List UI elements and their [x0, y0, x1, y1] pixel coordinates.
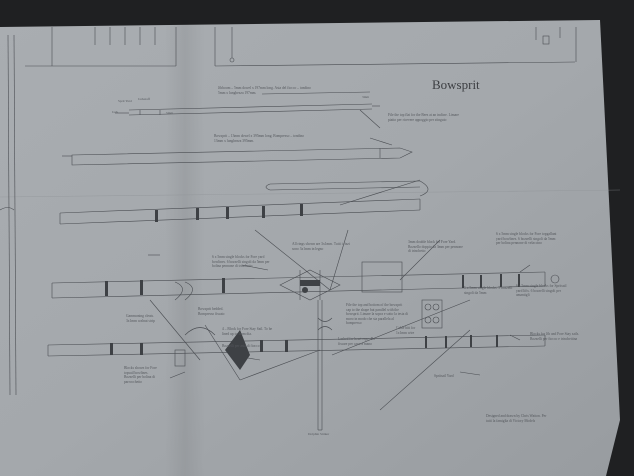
- label-sprit-yard: Sprit Yard: [118, 99, 132, 103]
- note-cable: Cable bitt for 1x1mm wire: [396, 326, 416, 335]
- note-fit-top-flat: File the top flat for the Bees at an inc…: [388, 113, 459, 122]
- note-blocks-foreyard: 6 x 5mm single blocks for Fore yard bowl…: [212, 255, 270, 269]
- label-jib-5mm: 5mm: [166, 111, 173, 115]
- fold-crease-vertical: [165, 20, 205, 476]
- note-block-it: Bozzelli per asta di fiocco: [222, 344, 260, 348]
- sheet-title: Bowsprit: [432, 77, 480, 92]
- note-bottom-right: Blocks for Jib and Fore Stay sails. Bozz…: [530, 332, 580, 341]
- paper-sheet: [0, 20, 620, 476]
- label-jackstaff: Jackstaff: [138, 97, 150, 101]
- note-double-block: 3mm double block for Fore Yard. Bozzello…: [408, 240, 463, 254]
- label-jib-3mm: 3mm: [362, 95, 369, 99]
- note-fore-yard: Spritsail Yard: [434, 374, 454, 378]
- note-single-blocks-mid: 5 x 5mm single blocks. 5 bozzelli singol…: [464, 286, 513, 295]
- label-dolphin-striker: Dolphin Striker: [308, 432, 330, 436]
- note-file-top-bottom: File the top and bottom of the bowsprit …: [346, 303, 408, 326]
- fold-crease-horizontal: [0, 189, 621, 198]
- note-gammoning-cleats: Blocks shown for Fore topsail bowlines. …: [124, 366, 157, 384]
- note-gammoning: Gammoning cleats. 3x1mm walnut strip: [126, 314, 155, 323]
- note-blocks-topgallant: 6 x 5mm single blocks for Fore topgallan…: [496, 232, 557, 246]
- note-spritsail-block: 4 – Block for Fore Stay Sail. To be line…: [222, 327, 273, 336]
- label-jack: Jack: [112, 110, 119, 114]
- note-jibboom-dims: Jibboom – 5mm dowel x 197mm long. Asta d…: [218, 86, 311, 95]
- note-bowsprit-dims: Bowsprit – 13mm dowel x 395mm long. Bomp…: [214, 134, 305, 143]
- note-single-blocks-right: 6 x 5mm single blocks for Spritsail yard…: [516, 284, 567, 298]
- note-lashed: Lashed for heart rope. Da fissare per ca…: [338, 337, 375, 346]
- note-bowsprit-bedded: Bowsprit bedded. Bompresso fissato: [198, 307, 225, 316]
- note-credit: Designed and drawn by Chris Watton. Per …: [486, 414, 547, 423]
- note-rings: All rings shown are 3x1mm. Tutti i rizzi…: [292, 242, 350, 251]
